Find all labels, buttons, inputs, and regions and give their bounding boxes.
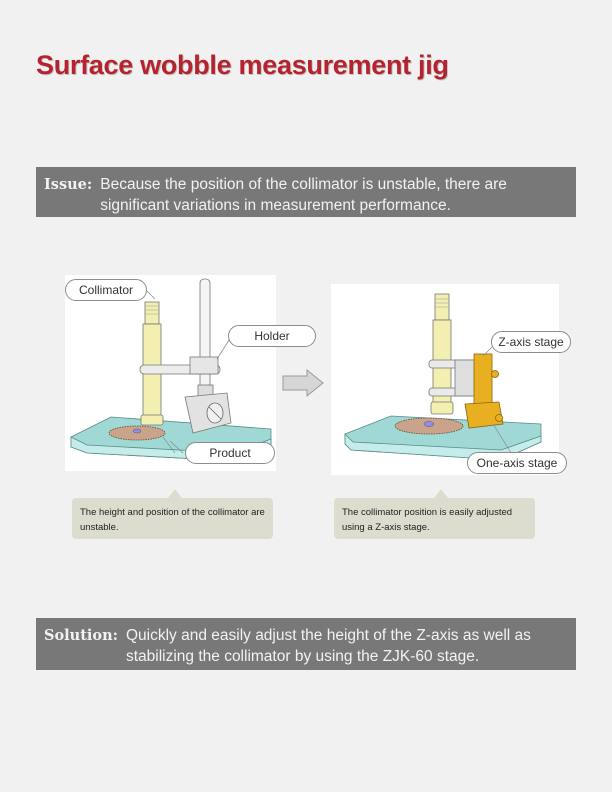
- issue-label: Issue:: [44, 176, 93, 193]
- callout-holder: Holder: [228, 325, 316, 347]
- callout-z-axis-stage: Z-axis stage: [491, 331, 571, 353]
- page-title: Surface wobble measurement jig: [36, 50, 449, 80]
- callout-product: Product: [185, 442, 275, 464]
- jig-after-drawing: [344, 293, 542, 461]
- solution-band: Solution: Quickly and easily adjust the …: [36, 618, 576, 670]
- issue-text: Because the position of the collimator i…: [100, 176, 507, 214]
- jig-before-drawing: [70, 278, 272, 462]
- callout-collimator: Collimator: [65, 279, 147, 301]
- solution-label: Solution:: [44, 627, 118, 644]
- before-illustration: Collimator Holder Product: [65, 275, 316, 471]
- before-note: The height and position of the collimato…: [72, 489, 273, 539]
- issue-band: Issue: Because the position of the colli…: [36, 167, 576, 217]
- right-arrow-icon: [282, 368, 324, 398]
- callout-one-axis-stage: One-axis stage: [467, 452, 567, 474]
- after-illustration: Z-axis stage One-axis stage: [331, 284, 571, 475]
- after-note: The collimator position is easily adjust…: [334, 489, 535, 539]
- solution-text: Quickly and easily adjust the height of …: [125, 627, 531, 665]
